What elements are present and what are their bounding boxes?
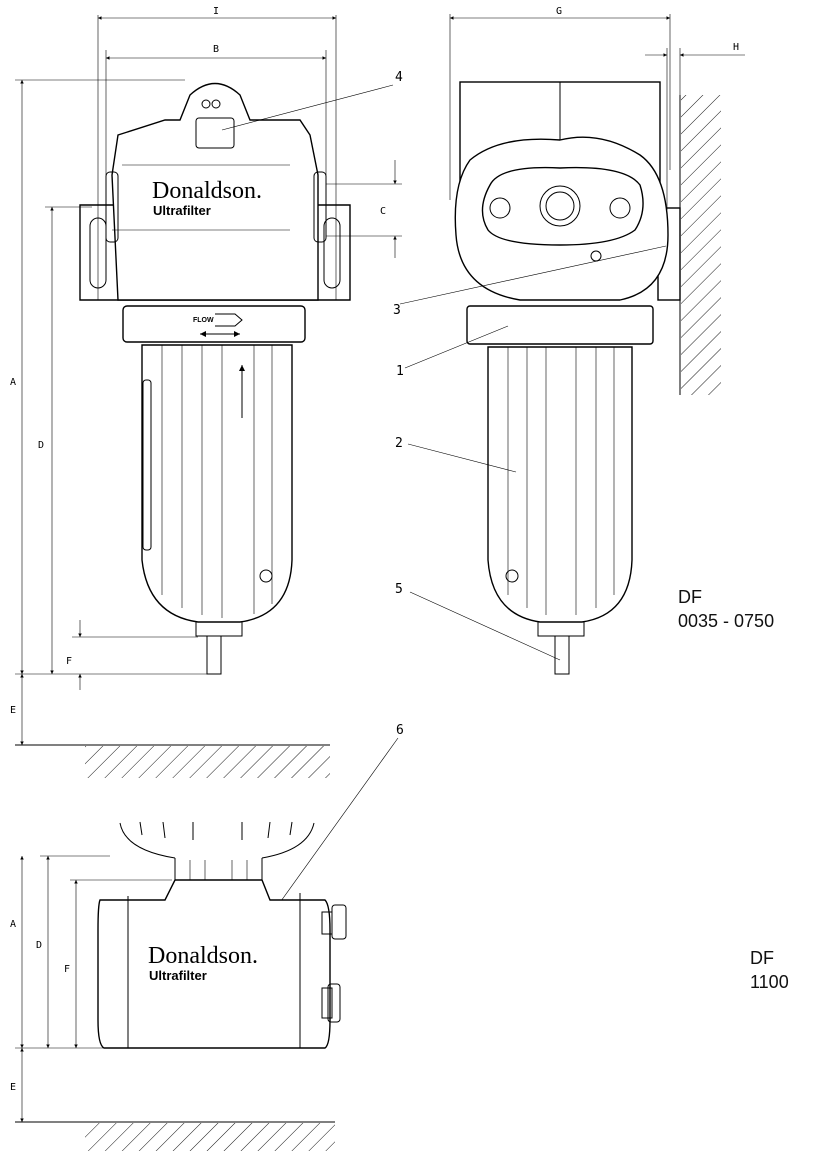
callout-5: 5 <box>395 582 403 597</box>
dim-I: I <box>213 6 219 17</box>
df1100-view: Donaldson. Ultrafilter <box>97 821 347 1049</box>
dim-B: B <box>213 44 219 55</box>
callouts: 4 3 1 2 5 6 <box>221 70 667 909</box>
brand-sub: Ultrafilter <box>153 203 211 218</box>
brand-name: Donaldson. <box>152 178 262 204</box>
dim-F-bottom: F <box>64 964 70 975</box>
model-top-line2: 0035 - 0750 <box>678 611 774 631</box>
dim-D-top: D <box>38 440 44 451</box>
floor-bottom <box>15 1121 335 1151</box>
dim-A-bottom: A <box>10 919 16 930</box>
bottom-dimensions: A D F E <box>10 855 172 1122</box>
front-view: Donaldson. Ultrafilter FLOW <box>79 82 351 675</box>
model-top-line1: DF <box>678 587 702 607</box>
dim-F-top: F <box>66 656 72 667</box>
dim-D-bottom: D <box>36 940 42 951</box>
front-dimensions: I B C A D F E <box>10 6 402 745</box>
floor-top <box>15 744 330 778</box>
callout-1: 1 <box>396 364 404 379</box>
dim-E-top: E <box>10 705 16 716</box>
flow-label: FLOW <box>193 317 214 324</box>
dim-C: C <box>380 206 386 217</box>
dim-H: H <box>733 42 739 53</box>
brand-name-bottom: Donaldson. <box>148 943 258 969</box>
callout-6: 6 <box>396 723 404 738</box>
dim-A-top: A <box>10 377 16 388</box>
model-bottom-line2: 1100 <box>750 972 789 992</box>
dim-E-bottom: E <box>10 1082 16 1093</box>
side-view <box>454 81 721 675</box>
side-dimensions: G H <box>449 6 745 210</box>
callout-3: 3 <box>393 303 401 318</box>
dim-G: G <box>556 6 562 17</box>
callout-4: 4 <box>395 70 403 85</box>
model-bottom-line1: DF <box>750 948 774 968</box>
callout-2: 2 <box>395 436 403 451</box>
brand-sub-bottom: Ultrafilter <box>149 968 207 983</box>
